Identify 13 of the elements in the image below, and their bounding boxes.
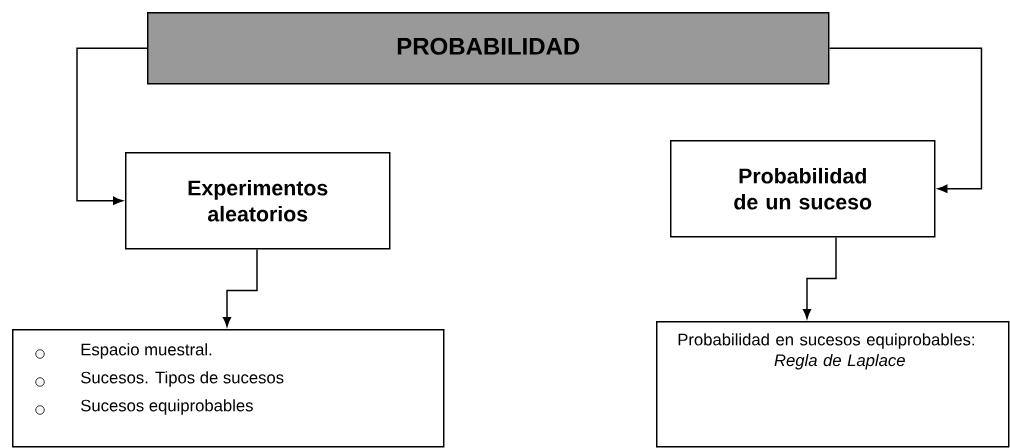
list-box [12, 329, 445, 448]
topic-box: Experimentos aleatorios [125, 152, 391, 250]
list-item: Sucesos. Tipos de sucesos [81, 371, 284, 387]
arrow [802, 236, 837, 319]
list-item: Sucesos equiprobables [81, 399, 253, 415]
arrow [222, 248, 258, 327]
text-box [656, 321, 1010, 448]
topic-box: Probabilidad de un suceso [670, 140, 936, 238]
title-box: PROBABILIDAD [147, 12, 830, 85]
list-item: Espacio muestral. [81, 343, 212, 359]
arrow [828, 47, 983, 193]
arrow [76, 47, 148, 205]
paragraph: Probabilidad en sucesos equiprobables: Regla de Laplace [678, 333, 974, 370]
